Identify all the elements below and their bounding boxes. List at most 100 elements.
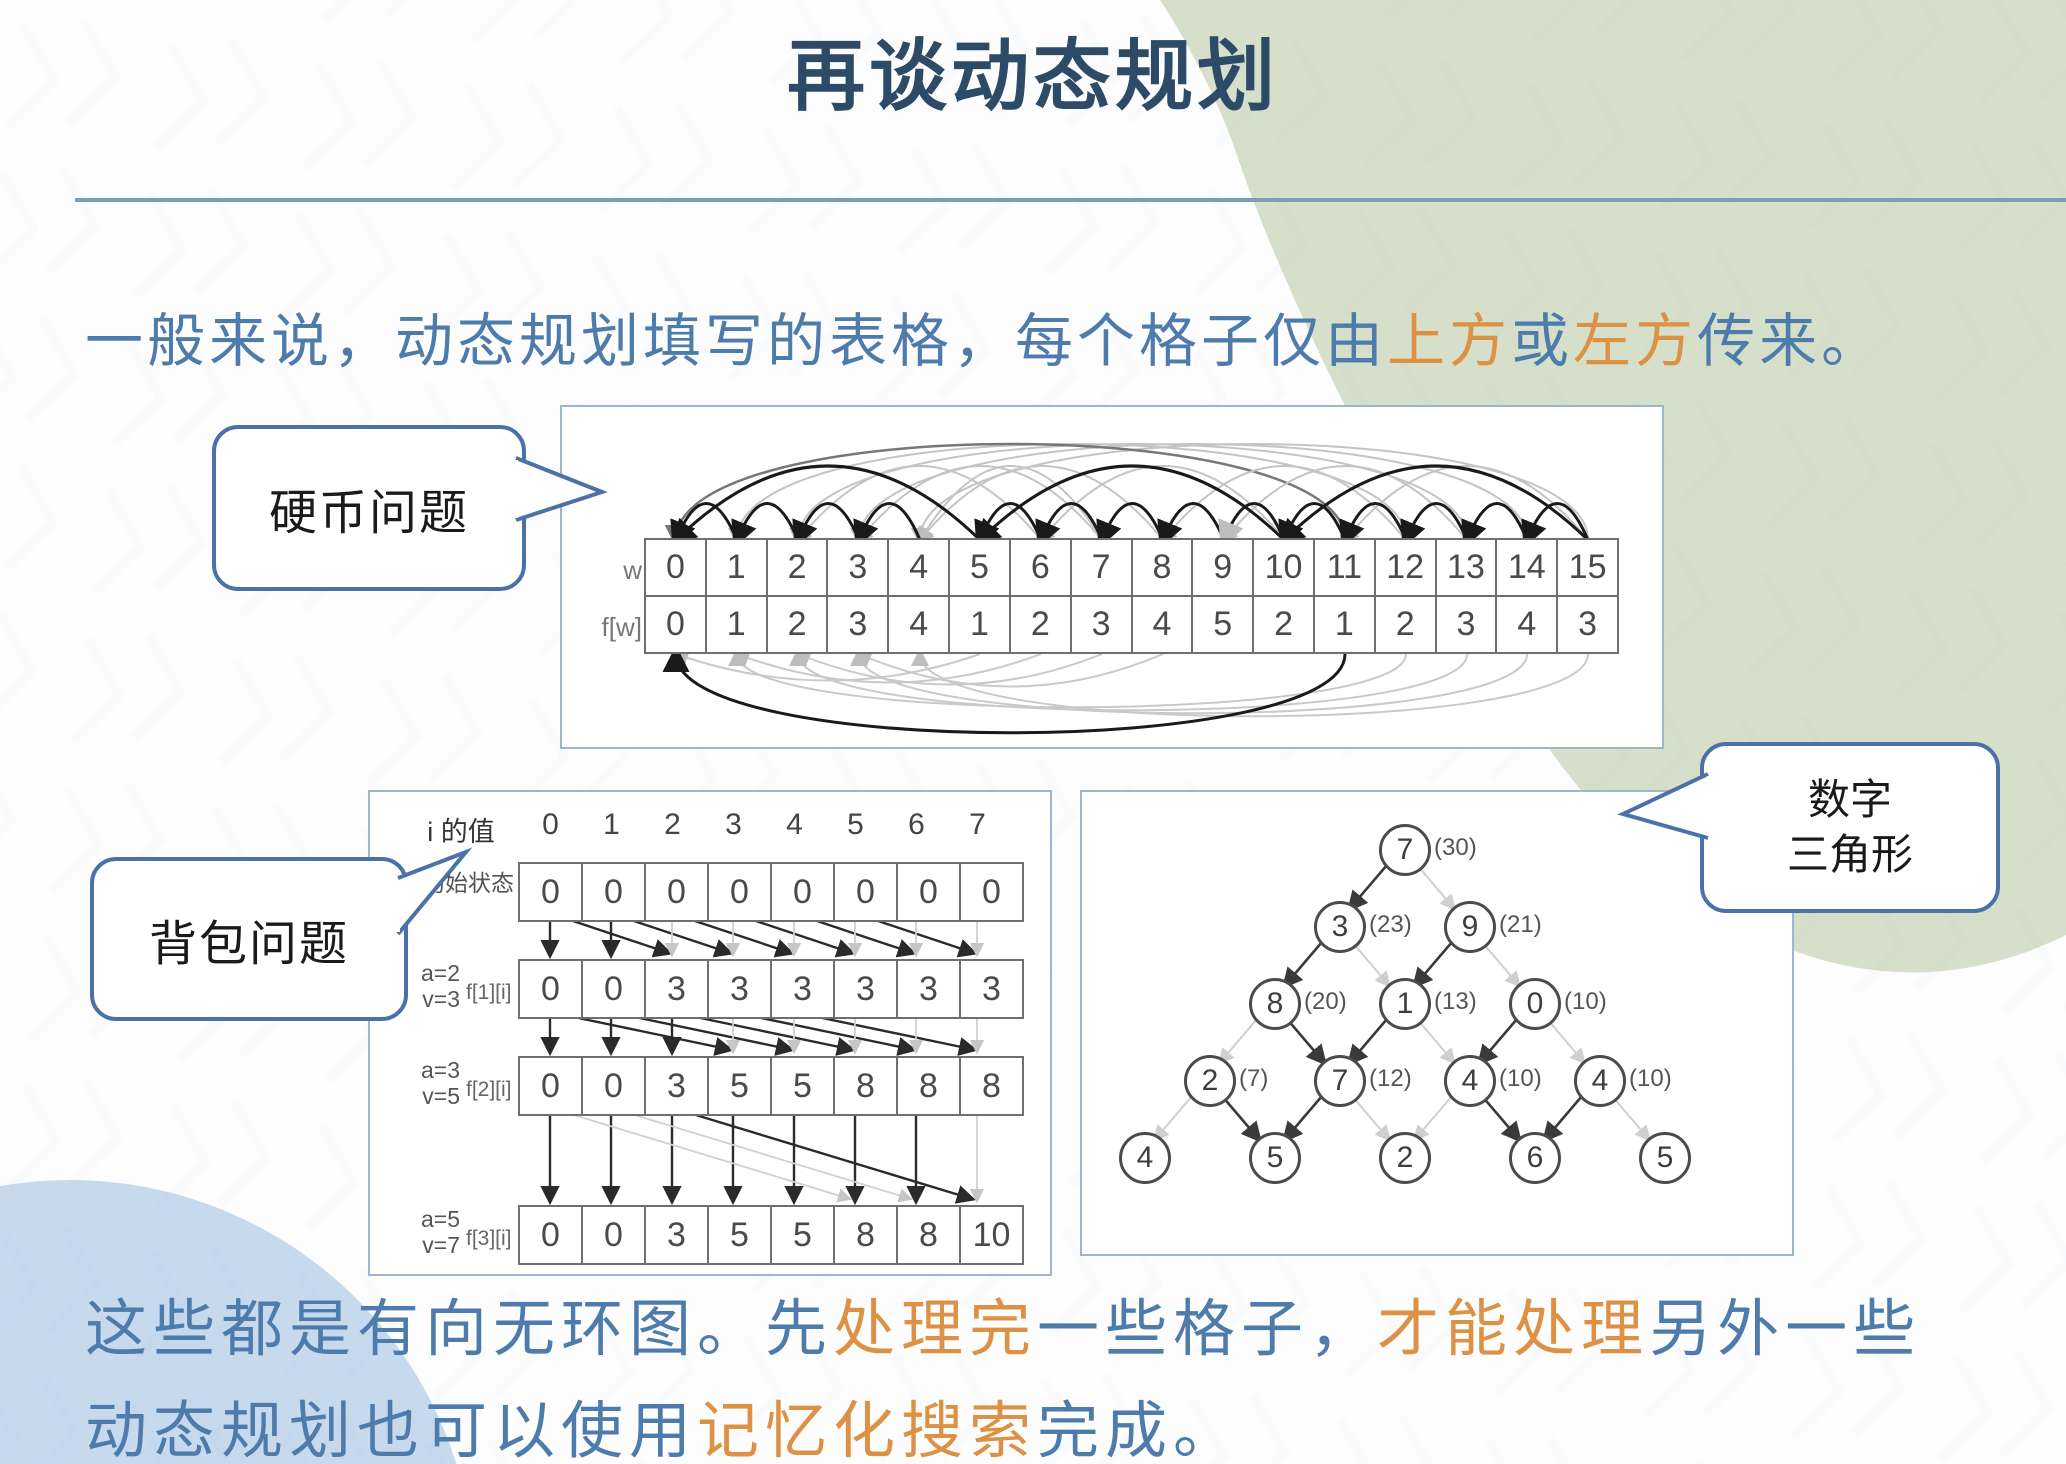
- bottom-text-line2: 动态规划也可以使用记忆化搜索完成。: [85, 1397, 1242, 1464]
- triangle-node-annotation: (7): [1239, 1065, 1269, 1092]
- knapsack-cell: 8: [896, 1205, 961, 1265]
- knapsack-col: 5: [847, 808, 864, 841]
- coin-cell: 13: [1434, 538, 1498, 597]
- triangle-node-annotation: (10): [1629, 1065, 1672, 1092]
- knapsack-cell: 5: [707, 1205, 772, 1265]
- knapsack-cell: 3: [707, 959, 772, 1019]
- triangle-node: 2: [1184, 1055, 1236, 1107]
- blue-blob: [0, 1180, 457, 1464]
- coin-cell: 4: [887, 595, 951, 654]
- coin-cell: 3: [826, 595, 890, 654]
- coin-cell: 1: [948, 595, 1011, 654]
- coin-cell: 5: [948, 538, 1011, 597]
- knapsack-cell: 0: [770, 862, 835, 922]
- knapsack-cell: 8: [833, 1056, 898, 1116]
- knapsack-col: 0: [542, 808, 559, 841]
- triangle-node-annotation: (10): [1564, 988, 1607, 1015]
- knapsack-cell: 3: [644, 1205, 709, 1265]
- callout-coin-problem: 硬币问题: [212, 425, 526, 591]
- coin-cell: 3: [826, 538, 890, 597]
- knapsack-row-flabel: f[2][i]: [466, 1078, 512, 1101]
- knapsack-cell: 0: [518, 1205, 583, 1265]
- knapsack-cell: 3: [770, 959, 835, 1019]
- triangle-node: 9: [1444, 901, 1496, 953]
- triangle-node: 1: [1379, 978, 1431, 1030]
- knapsack-cell: 0: [518, 862, 583, 922]
- coin-cell: 12: [1373, 538, 1437, 597]
- triangle-node: 4: [1574, 1055, 1626, 1107]
- knapsack-cell: 8: [833, 1205, 898, 1265]
- triangle-node: 3: [1314, 901, 1366, 953]
- knapsack-cell: 0: [896, 862, 961, 922]
- knapsack-row-flabel: f[1][i]: [466, 981, 512, 1004]
- coin-dependency-arcs: [662, 442, 1590, 735]
- coin-cell: 0: [644, 595, 707, 654]
- triangle-node-annotation: (10): [1499, 1065, 1542, 1092]
- triangle-node-annotation: (30): [1434, 834, 1477, 861]
- intro-seg: 一般来说，动态规划填写的表格，每个格子仅由: [85, 309, 1388, 374]
- coin-cell: 14: [1495, 538, 1559, 597]
- triangle-node: 4: [1119, 1132, 1171, 1184]
- knapsack-col: 6: [908, 808, 925, 841]
- knapsack-cell: 5: [770, 1205, 835, 1265]
- triangle-node: 8: [1249, 978, 1301, 1030]
- triangle-node: 4: [1444, 1055, 1496, 1107]
- coin-cell: 11: [1312, 538, 1376, 597]
- triangle-node: 5: [1639, 1132, 1691, 1184]
- knapsack-col: 4: [786, 808, 803, 841]
- triangle-node-annotation: (21): [1499, 911, 1542, 938]
- intro-text: 一般来说，动态规划填写的表格，每个格子仅由上方或左方传来。: [85, 294, 2045, 378]
- coin-cell: 5: [1191, 595, 1255, 654]
- coin-cell: 8: [1130, 538, 1194, 597]
- triangle-node-annotation: (13): [1434, 988, 1477, 1015]
- coin-cell: 2: [765, 595, 829, 654]
- triangle-edges: [1153, 864, 1651, 1143]
- coin-cell: 6: [1008, 538, 1072, 597]
- knapsack-cell: 5: [770, 1056, 835, 1116]
- intro-seg-or: 或: [1511, 309, 1574, 374]
- knapsack-cell: 3: [896, 959, 961, 1019]
- knapsack-cell: 3: [644, 1056, 709, 1116]
- triangle-node: 0: [1509, 978, 1561, 1030]
- coin-row-label-fw: f[w]: [601, 612, 642, 642]
- knapsack-cell: 0: [833, 862, 898, 922]
- triangle-node-annotation: (20): [1304, 988, 1347, 1015]
- coin-cell: 7: [1069, 538, 1133, 597]
- coin-cell: 1: [704, 595, 768, 654]
- knapsack-cell: 8: [959, 1056, 1024, 1116]
- callout-knapsack-problem: 背包问题: [90, 857, 408, 1021]
- intro-seg-end: 传来。: [1697, 309, 1884, 374]
- knapsack-cell: 0: [959, 862, 1024, 922]
- knapsack-cell: 3: [959, 959, 1024, 1019]
- triangle-node: 6: [1509, 1132, 1561, 1184]
- intro-seg-left: 左方: [1573, 309, 1698, 374]
- knapsack-cell: 0: [581, 1056, 646, 1116]
- coin-cell: 2: [1008, 595, 1072, 654]
- triangle-node: 7: [1314, 1055, 1366, 1107]
- coin-cell: 2: [1252, 595, 1315, 654]
- knapsack-header-label: i 的值: [427, 817, 495, 847]
- knapsack-cell: 0: [518, 1056, 583, 1116]
- knapsack-col: 7: [969, 808, 986, 841]
- triangle-node-annotation: (23): [1369, 911, 1412, 938]
- knapsack-cell: 0: [707, 862, 772, 922]
- knapsack-cell: 0: [518, 959, 583, 1019]
- knapsack-col: 3: [725, 808, 742, 841]
- coin-cell: 2: [1373, 595, 1437, 654]
- coin-cell: 3: [1069, 595, 1133, 654]
- knapsack-cell: 0: [581, 959, 646, 1019]
- knapsack-cell: 5: [707, 1056, 772, 1116]
- coin-cell: 4: [1495, 595, 1559, 654]
- coin-cell: 1: [704, 538, 768, 597]
- coin-cell: 4: [1130, 595, 1194, 654]
